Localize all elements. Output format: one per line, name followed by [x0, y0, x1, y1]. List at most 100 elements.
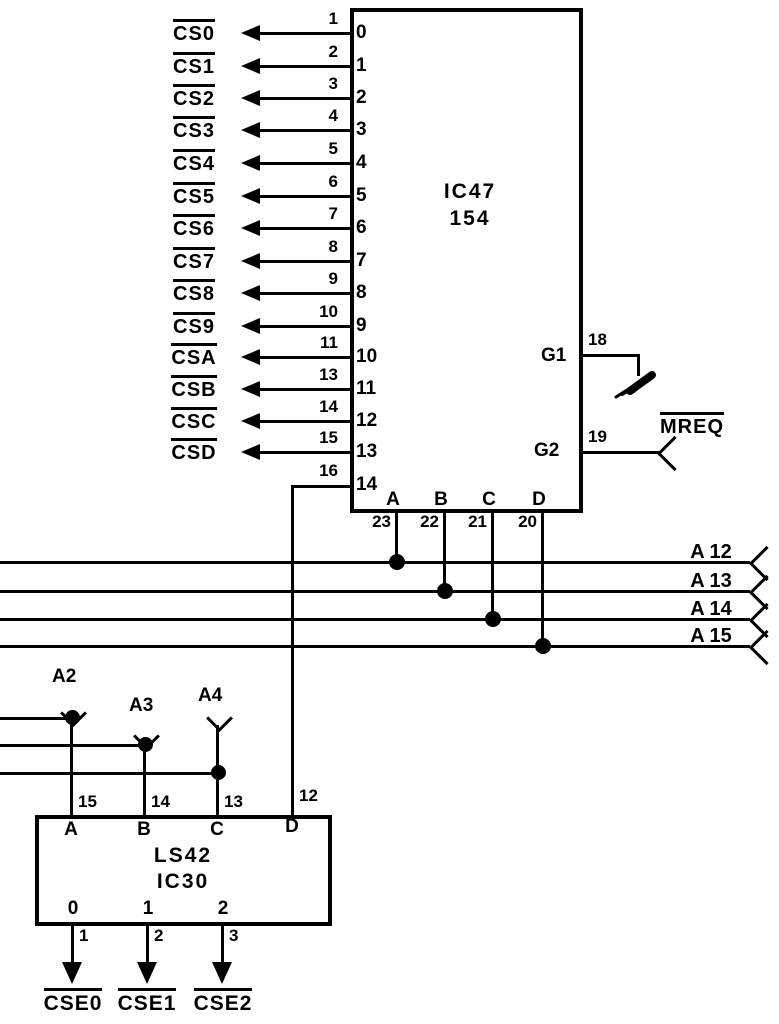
left-arrowhead-icon [241, 155, 260, 171]
cs-output-pin-number: 8 [328, 237, 338, 256]
ls42-input-letter: B [137, 819, 151, 840]
cs-signal-label-text: CS0 [173, 19, 215, 45]
cs-output-pin-number: 11 [320, 333, 338, 352]
cs-output-pin-number: 4 [328, 106, 338, 125]
ls42-body [35, 815, 332, 926]
ic47-title-line2: 154 [449, 207, 491, 230]
cs-output-wire [246, 227, 352, 230]
ls42-title-line2: IC30 [156, 870, 210, 893]
g2-wire-horizontal [583, 451, 661, 454]
cs-signal-label-text: CS9 [173, 312, 215, 338]
ic47-output-number: 7 [356, 250, 367, 271]
junction-dot [389, 554, 405, 570]
ic47-select-letter: D [532, 489, 546, 510]
cs-output-wire [246, 388, 352, 391]
cse-signal-label-text: CSE1 [117, 988, 177, 1015]
ic47-title-line1: IC47 [443, 180, 497, 203]
select-pin-wire [443, 509, 446, 593]
g1-label: G1 [541, 345, 567, 366]
cse-signal-label: CSE2 [187, 988, 259, 1015]
address-input-drop-wire [70, 719, 73, 818]
output14-pin-number: 16 [319, 461, 338, 480]
cs-output-wire [246, 97, 352, 100]
cs-signal-label-text: CS3 [173, 116, 215, 142]
ic47-output-number: 5 [356, 185, 367, 206]
cs-signal-label-text: CS1 [173, 52, 215, 78]
cs-output-wire [246, 292, 352, 295]
mreq-signal-text: MREQ [660, 412, 724, 438]
cs-output-wire [246, 129, 352, 132]
cse-signal-label: CSE1 [111, 988, 183, 1015]
cs-signal-label-text: CS8 [173, 279, 215, 305]
bus-label: A 14 [690, 598, 732, 620]
junction-dot [65, 710, 80, 725]
cs-output-pin-number: 1 [328, 9, 338, 28]
cs-signal-label-text: CSC [171, 407, 217, 433]
cs-signal-label: CS4 [150, 149, 238, 175]
cs-output-pin-number: 9 [328, 269, 338, 288]
ic47-select-pin-number: 23 [372, 512, 391, 531]
ls42-title: LS42 IC30 [133, 843, 233, 895]
cs-output-wire [246, 356, 352, 359]
output14-wire-vertical [291, 485, 294, 818]
left-arrowhead-icon [241, 220, 260, 236]
cs-signal-label: CS6 [150, 214, 238, 240]
g1-pin-number: 18 [588, 330, 607, 349]
cs-output-pin-number: 7 [328, 204, 338, 223]
ic47-select-letter: A [386, 489, 400, 510]
cs-signal-label-text: CS2 [173, 84, 215, 110]
cs-signal-label-text: CS5 [173, 182, 215, 208]
cs-signal-label: CS2 [150, 84, 238, 110]
cs-signal-label-text: CS6 [173, 214, 215, 240]
address-input-drop-wire [143, 743, 146, 818]
cs-signal-label-text: CSD [171, 438, 217, 464]
left-arrowhead-icon [241, 122, 260, 138]
g1-wire-horizontal [583, 354, 640, 357]
left-arrowhead-icon [241, 90, 260, 106]
cs-signal-label: CS1 [150, 52, 238, 78]
cs-output-pin-number: 14 [319, 397, 338, 416]
bus-label: A 12 [690, 541, 732, 563]
ls42-output-number: 2 [217, 898, 229, 919]
address-input-line [0, 717, 73, 720]
ic47-output-number: 13 [356, 441, 378, 462]
cs-signal-label: CSA [150, 343, 238, 369]
cs-output-pin-number: 2 [328, 42, 338, 61]
address-bus-line [0, 561, 750, 564]
ls42-output-wire [146, 924, 149, 966]
left-arrowhead-icon [241, 253, 260, 269]
ls42-input-pin-number: 14 [151, 792, 170, 811]
cs-output-wire [246, 32, 352, 35]
g2-pin-number: 19 [588, 427, 607, 446]
left-arrowhead-icon [241, 318, 260, 334]
cs-output-pin-number: 10 [319, 302, 338, 321]
cs-output-wire [246, 162, 352, 165]
address-signal-label: A4 [198, 685, 223, 706]
cs-output-pin-number: 13 [319, 365, 338, 384]
ic47-select-pin-number: 22 [420, 512, 439, 531]
ls42-output-wire [71, 924, 74, 966]
ls42-input-pin-number: 15 [78, 792, 97, 811]
cs-signal-label-text: CSB [171, 375, 217, 401]
cs-output-wire [246, 195, 352, 198]
address-bus-line [0, 645, 750, 648]
bus-arrowhead-icon [748, 629, 779, 666]
junction-dot [437, 583, 453, 599]
address-input-line [0, 744, 146, 747]
select-pin-wire [491, 509, 494, 621]
cs-output-pin-number: 6 [328, 172, 338, 191]
cs-signal-label-text: CS4 [173, 149, 215, 175]
junction-dot [485, 611, 501, 627]
mreq-signal-label: MREQ [646, 412, 738, 438]
cs-output-wire [246, 260, 352, 263]
cs-output-wire [246, 325, 352, 328]
address-signal-label: A2 [52, 666, 77, 687]
bus-label: A 13 [690, 570, 732, 592]
ground-icon [614, 371, 656, 399]
ic47-output14-number: 14 [356, 474, 378, 495]
left-arrowhead-icon [241, 444, 260, 460]
address-bus-line [0, 618, 750, 621]
ic47-output-number: 3 [356, 119, 367, 140]
junction-dot [138, 737, 153, 752]
